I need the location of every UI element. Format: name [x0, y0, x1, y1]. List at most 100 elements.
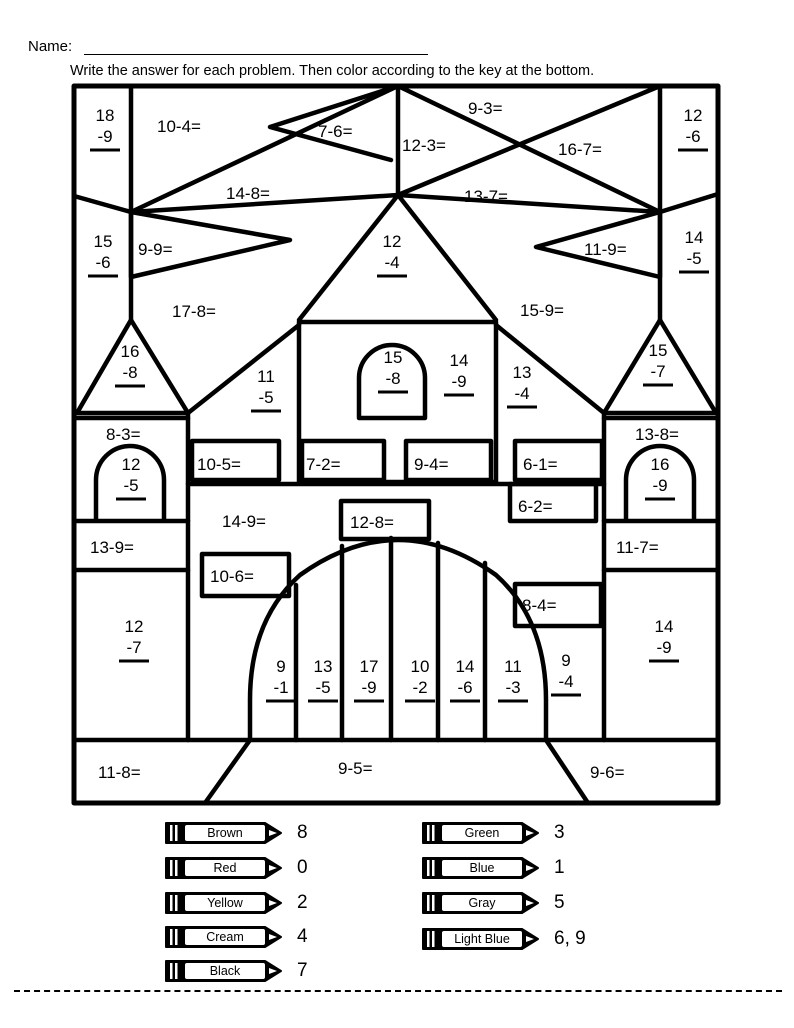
name-input-line[interactable]: [84, 54, 428, 55]
vertical-problem-bottom: -2: [412, 678, 427, 697]
vertical-problem-top: 18: [96, 106, 115, 125]
crayon-icon: Yellow: [163, 890, 285, 916]
vertical-problem-bottom: -4: [384, 253, 399, 272]
vertical-problem-top: 12: [122, 455, 141, 474]
vertical-problem-top: 13: [513, 363, 532, 382]
problem: 6-2=: [518, 497, 553, 516]
problem: 10-4=: [157, 117, 201, 136]
crayon-color-label: Brown: [207, 826, 243, 840]
vertical-problem-top: 14: [655, 617, 674, 636]
vertical-problem-top: 9: [276, 657, 285, 676]
vertical-problem: 11-5: [251, 367, 281, 413]
vertical-problem: 16-9: [645, 455, 675, 501]
crayon-color-label: Blue: [469, 861, 495, 875]
vertical-problem-bottom: -9: [656, 638, 671, 657]
vertical-problem-bottom: -9: [652, 476, 667, 495]
crayon-color-label: Yellow: [207, 896, 243, 910]
problem: 12-8=: [350, 513, 394, 532]
vertical-problem: 15-7: [643, 341, 673, 387]
color-key-item: Blue 1: [420, 855, 565, 881]
vertical-problem-top: 13: [314, 657, 333, 676]
color-key-value: 3: [554, 822, 565, 843]
problem: 14-9=: [222, 512, 266, 531]
color-key-value: 1: [554, 857, 565, 878]
problem: 12-3=: [402, 136, 446, 155]
vertical-problem: 12-4: [377, 232, 407, 278]
problem: 10-6=: [210, 567, 254, 586]
vertical-problem-top: 11: [504, 657, 522, 676]
color-key-item: Black 7: [163, 958, 308, 984]
problem: 7-6=: [318, 122, 353, 141]
vertical-problem-bottom: -5: [315, 678, 330, 697]
vertical-problem-bottom: -9: [451, 372, 466, 391]
problem: 16-7=: [558, 140, 602, 159]
crayon-icon: Black: [163, 958, 285, 984]
crayon-color-label: Light Blue: [454, 932, 510, 946]
crayon-icon: Brown: [163, 820, 285, 846]
problem: 13-7=: [464, 187, 508, 206]
vertical-problem: 14-9: [649, 617, 679, 663]
vertical-problem-top: 12: [383, 232, 402, 251]
vertical-problem: 15-8: [378, 348, 408, 394]
problem: 10-5=: [197, 455, 241, 474]
problem: 9-6=: [590, 763, 625, 782]
color-key-item: Cream 4: [163, 924, 308, 950]
vertical-problem-top: 15: [94, 232, 113, 251]
color-key-item: Yellow 2: [163, 890, 308, 916]
color-key-value: 5: [554, 892, 565, 913]
color-key-value: 4: [297, 926, 308, 947]
color-key-value: 2: [297, 892, 308, 913]
problem: 8-4=: [522, 596, 557, 615]
vertical-problem-bottom: -1: [273, 678, 288, 697]
vertical-problem-top: 12: [125, 617, 144, 636]
instructions: Write the answer for each problem. Then …: [70, 63, 595, 79]
crayon-color-label: Cream: [206, 930, 244, 944]
vertical-problem-bottom: -5: [258, 388, 273, 407]
vertical-problem-top: 14: [450, 351, 469, 370]
vertical-problem: 18-9: [90, 106, 120, 152]
problem: 17-8=: [172, 302, 216, 321]
vertical-problem-bottom: -6: [685, 127, 700, 146]
vertical-problem-bottom: -7: [650, 362, 665, 381]
crayon-icon: Cream: [163, 924, 285, 950]
problem: 11-8=: [98, 763, 141, 782]
vertical-problem: 12-6: [678, 106, 708, 152]
vertical-problem-top: 11: [257, 367, 275, 386]
vertical-problem-top: 9: [561, 651, 570, 670]
vertical-problem: 10-2: [405, 657, 435, 703]
problem: 9-4=: [414, 455, 449, 474]
vertical-problem: 16-8: [115, 342, 145, 388]
vertical-problem-bottom: -4: [558, 672, 573, 691]
crayon-color-label: Green: [464, 826, 500, 840]
vertical-problem-top: 10: [411, 657, 430, 676]
problem: 13-9=: [90, 538, 134, 557]
vertical-problem: 12-5: [116, 455, 146, 501]
color-key-value: 8: [297, 822, 308, 843]
vertical-problem-top: 14: [456, 657, 475, 676]
vertical-problem-bottom: -6: [95, 253, 110, 272]
vertical-problem-bottom: -3: [505, 678, 520, 697]
vertical-problem-top: 16: [651, 455, 670, 474]
problem: 14-8=: [226, 184, 270, 203]
vertical-problem-top: 15: [384, 348, 403, 367]
crayon-icon: Blue: [420, 855, 542, 881]
vertical-problem-bottom: -6: [457, 678, 472, 697]
problem: 9-3=: [468, 99, 503, 118]
crayon-icon: Light Blue: [420, 926, 542, 952]
vertical-problem-top: 15: [649, 341, 668, 360]
vertical-problem: 11-3: [498, 657, 528, 703]
vertical-problem-bottom: -4: [514, 384, 529, 403]
color-key-item: Green 3: [420, 820, 565, 846]
color-key-value: 7: [297, 960, 308, 981]
vertical-problem: 13-4: [507, 363, 537, 409]
vertical-problem-top: 14: [685, 228, 704, 247]
vertical-problem-bottom: -8: [122, 363, 137, 382]
vertical-problem-bottom: -9: [361, 678, 376, 697]
vertical-problem: 14-9: [444, 351, 474, 397]
color-key-value: 0: [297, 857, 308, 878]
problem: 9-5=: [338, 759, 373, 778]
vertical-problem: 9-1: [266, 657, 296, 703]
